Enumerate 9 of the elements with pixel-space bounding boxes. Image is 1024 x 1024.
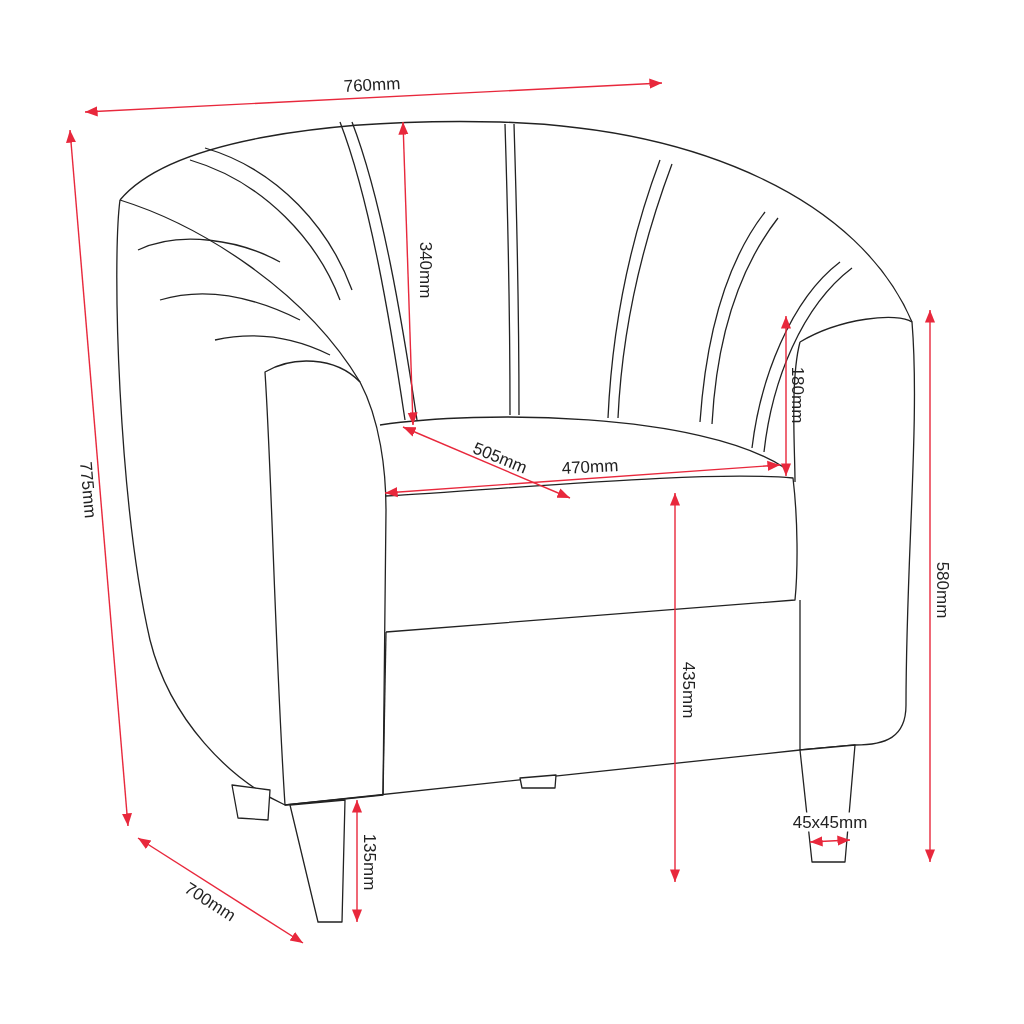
dimension-label: 775mm (77, 461, 99, 519)
dimension-label: 760mm (343, 75, 401, 95)
dimension-label: 470mm (561, 457, 619, 477)
dimension-label: 340mm (416, 241, 434, 299)
dimension-label: 435mm (679, 661, 697, 719)
dimension-label: 180mm (788, 366, 806, 424)
dimension-label: 45x45mm (790, 812, 870, 832)
dimension-label: 135mm (360, 833, 378, 891)
dimension-label: 580mm (933, 561, 951, 619)
